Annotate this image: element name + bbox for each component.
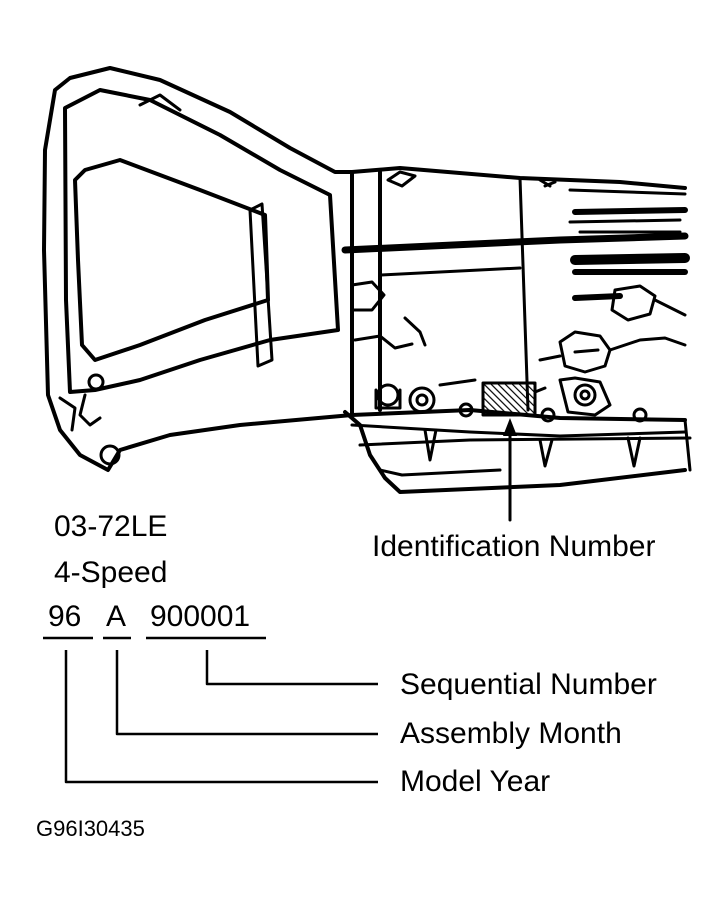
- sequential-leader: [205, 650, 378, 686]
- legend-model-year: Model Year: [400, 765, 551, 798]
- legend-sequential-number: Sequential Number: [400, 668, 657, 701]
- identification-leader: [503, 418, 517, 522]
- valve-body-fittings: [374, 330, 687, 417]
- bell-housing: [42, 66, 354, 472]
- identification-plate: [481, 381, 537, 417]
- code-assembly-month: A: [106, 600, 127, 633]
- model-year-leader: [64, 650, 378, 784]
- legend-assembly-month: Assembly Month: [400, 717, 622, 750]
- code-model-year: 96: [48, 600, 82, 633]
- oil-pan: [343, 402, 692, 494]
- code-leaders: [64, 650, 378, 784]
- case-ribs: [341, 188, 690, 322]
- figure-id: G96I30435: [36, 816, 145, 841]
- assembly-month-leader: [115, 650, 378, 736]
- identification-number-label: Identification Number: [372, 530, 656, 563]
- transmission-speeds: 4-Speed: [54, 556, 168, 589]
- code-sequential: 900001: [150, 600, 251, 633]
- transmission-case: [350, 166, 687, 422]
- transmission-model: 03-72LE: [54, 510, 168, 543]
